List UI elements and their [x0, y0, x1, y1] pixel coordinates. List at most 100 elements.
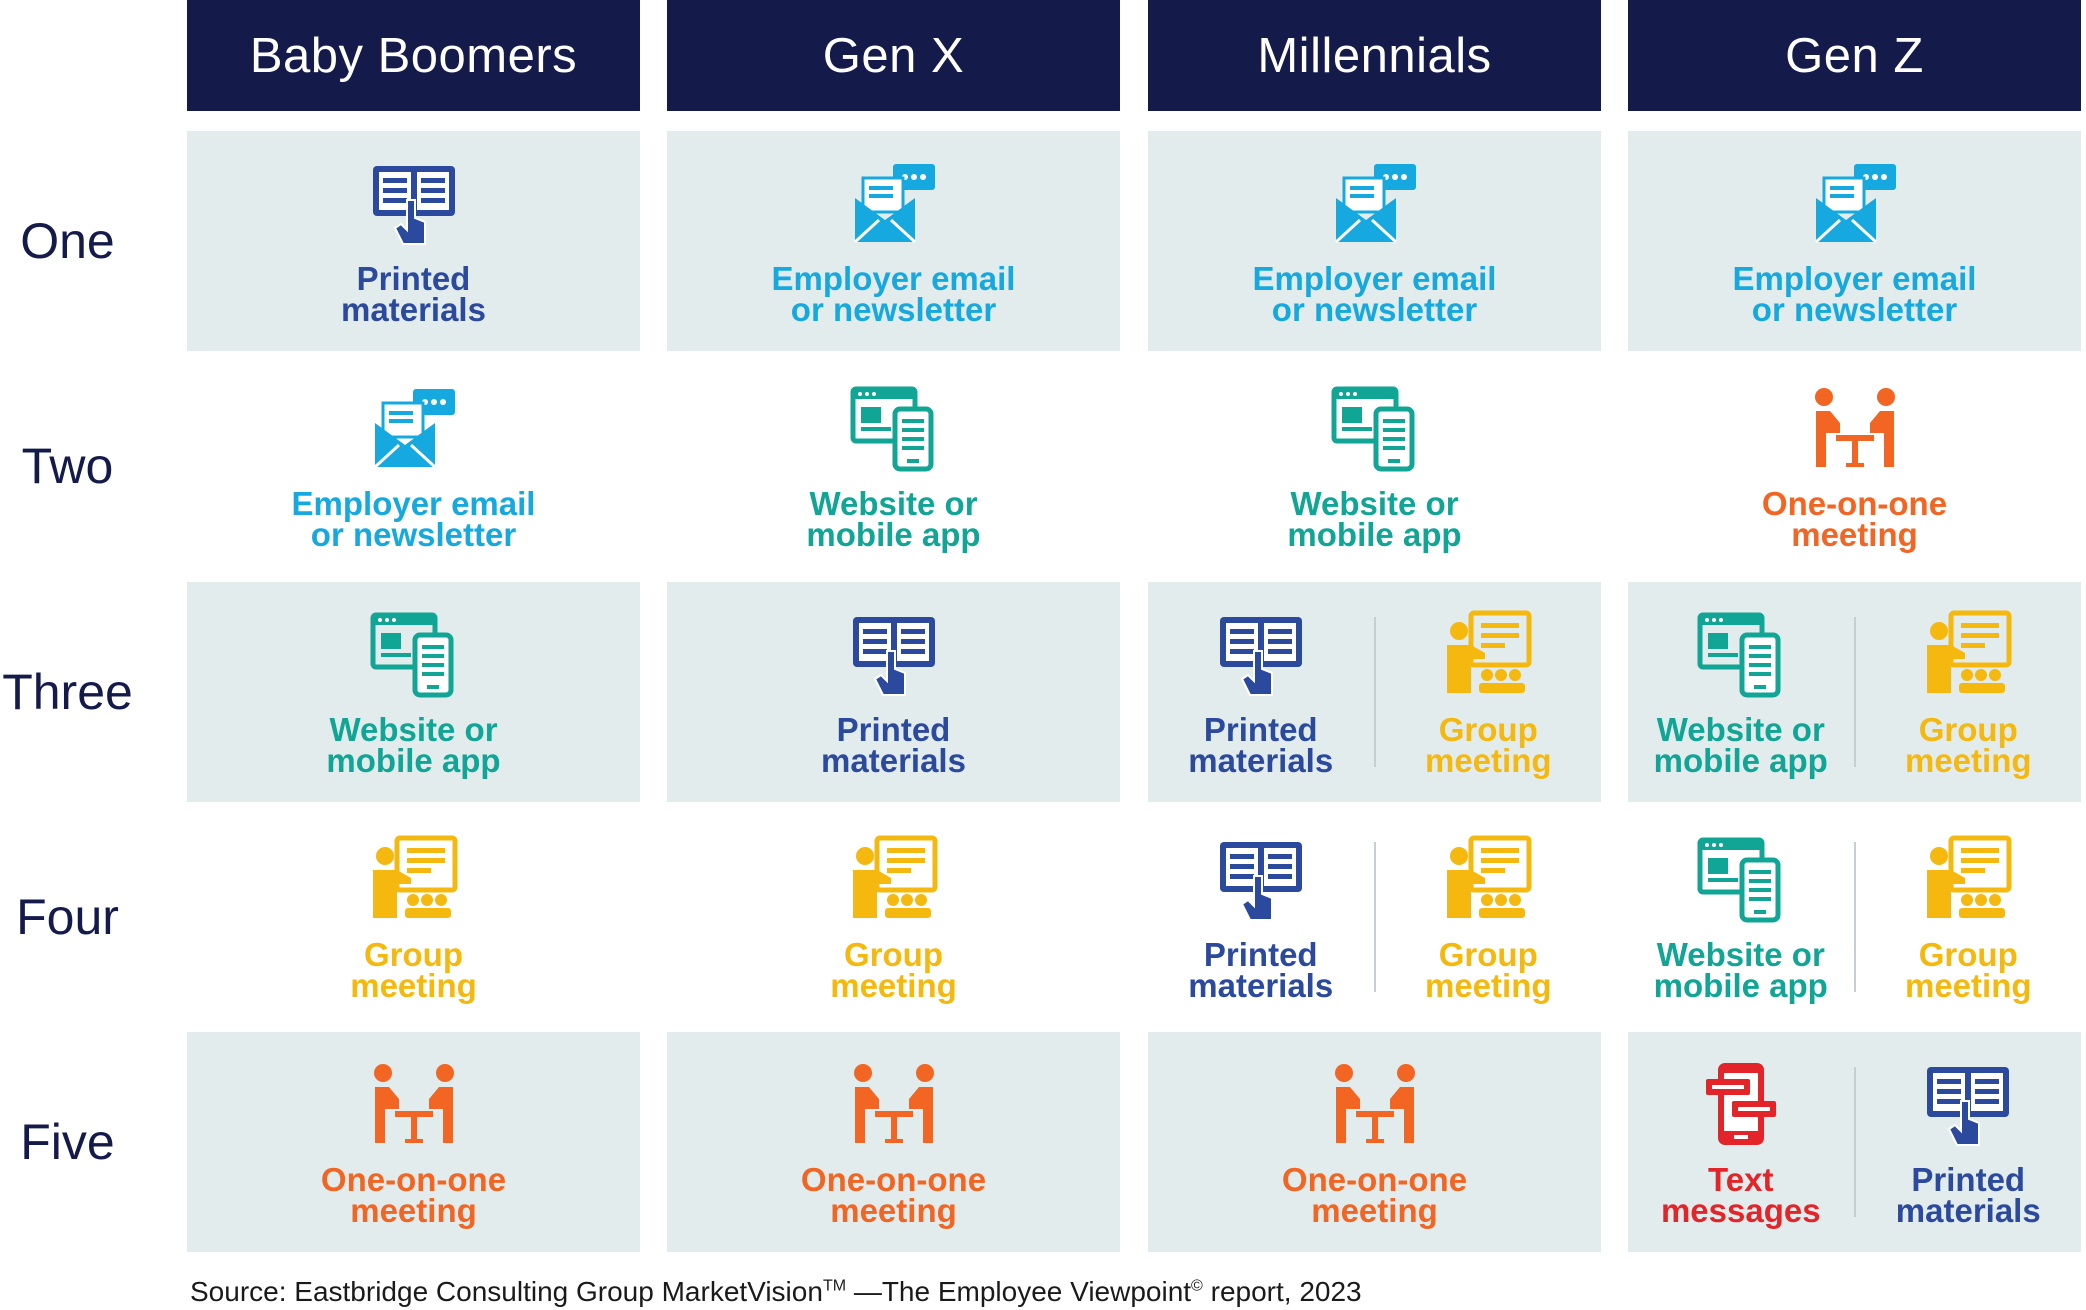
browser-phone-icon — [369, 609, 459, 714]
channel-label: Website or mobile app — [1653, 710, 1828, 779]
channel-item: Group meeting — [1856, 602, 2082, 782]
presentation-group-icon — [369, 834, 459, 939]
channel-item: Group meeting — [1376, 602, 1602, 782]
channel-item: Website or mobile app — [667, 376, 1120, 556]
channel-label: Employer email or newsletter — [291, 484, 536, 553]
meeting-table-icon — [1810, 383, 1900, 488]
presentation-group-icon — [1443, 609, 1533, 714]
channel-item: Employer email or newsletter — [667, 151, 1120, 331]
channel-item: One-on-one meeting — [187, 1052, 640, 1232]
channel-label: Website or mobile app — [806, 484, 981, 553]
cell-five-gen-z: Text messages Printed materials — [1628, 1032, 2081, 1252]
trademark-mark: TM — [822, 1277, 847, 1295]
channel-item: Employer email or newsletter — [1628, 151, 2081, 331]
book-hand-icon — [369, 158, 459, 263]
channel-label: Printed materials — [1188, 710, 1334, 779]
channel-item: Website or mobile app — [1628, 602, 1854, 782]
channel-label: One-on-one meeting — [800, 1160, 987, 1229]
rank-label-two: Two — [21, 438, 114, 494]
channel-label: Printed materials — [1188, 935, 1334, 1004]
cell-five-gen-x: One-on-one meeting — [667, 1032, 1120, 1252]
meeting-table-icon — [849, 1059, 939, 1164]
channel-label: Website or mobile app — [326, 710, 501, 779]
channel-item: Printed materials — [1856, 1052, 2082, 1232]
header-millennials: Millennials — [1148, 0, 1601, 111]
channel-item: Printed materials — [667, 602, 1120, 782]
channel-item: Text messages — [1628, 1052, 1854, 1232]
channel-label: Text messages — [1660, 1160, 1821, 1229]
browser-phone-icon — [1696, 834, 1786, 939]
cell-five-millennials: One-on-one meeting — [1148, 1032, 1601, 1252]
channel-label: Employer email or newsletter — [1252, 259, 1497, 328]
channel-label: Group meeting — [1904, 710, 2032, 779]
cell-four-gen-x: Group meeting — [667, 807, 1120, 1027]
channel-item: One-on-one meeting — [667, 1052, 1120, 1232]
channel-item: Printed materials — [1148, 827, 1374, 1007]
cell-divider — [1853, 617, 1856, 767]
header-baby-boomers: Baby Boomers — [187, 0, 640, 111]
presentation-group-icon — [1923, 834, 2013, 939]
email-chat-icon — [1330, 158, 1420, 263]
channel-item: Website or mobile app — [187, 602, 640, 782]
channel-label: Printed materials — [341, 259, 486, 328]
book-hand-icon — [1216, 609, 1306, 714]
cell-divider — [1853, 842, 1856, 992]
source-note: Source: Eastbridge Consulting Group Mark… — [190, 1276, 1362, 1308]
email-chat-icon — [849, 158, 939, 263]
cell-one-baby-boomers: Printed materials — [187, 131, 640, 351]
cell-one-gen-x: Employer email or newsletter — [667, 131, 1120, 351]
channel-label: One-on-one meeting — [1761, 484, 1948, 553]
channel-label: Group meeting — [1904, 935, 2032, 1004]
book-hand-icon — [849, 609, 939, 714]
channel-label: Employer email or newsletter — [771, 259, 1016, 328]
presentation-group-icon — [1443, 834, 1533, 939]
channel-label: One-on-one meeting — [320, 1160, 507, 1229]
channel-label: Group meeting — [350, 935, 477, 1004]
cell-one-gen-z: Employer email or newsletter — [1628, 131, 2081, 351]
presentation-group-icon — [849, 834, 939, 939]
cell-two-baby-boomers: Employer email or newsletter — [187, 356, 640, 576]
channel-label: Printed materials — [1895, 1160, 2041, 1229]
book-hand-icon — [1216, 834, 1306, 939]
cell-two-gen-z: One-on-one meeting — [1628, 356, 2081, 576]
channel-label: One-on-one meeting — [1281, 1160, 1468, 1229]
source-text-2: —The Employee Viewpoint — [846, 1276, 1192, 1307]
browser-phone-icon — [849, 383, 939, 488]
cell-two-gen-x: Website or mobile app — [667, 356, 1120, 576]
channel-item: One-on-one meeting — [1628, 376, 2081, 556]
browser-phone-icon — [1696, 609, 1786, 714]
channel-item: Printed materials — [187, 151, 640, 331]
cell-three-millennials: Printed materials Group meeting — [1148, 582, 1601, 802]
channel-item: Website or mobile app — [1148, 376, 1601, 556]
meeting-table-icon — [1330, 1059, 1420, 1164]
header-gen-z: Gen Z — [1628, 0, 2081, 111]
source-text: Source: Eastbridge Consulting Group Mark… — [190, 1276, 823, 1307]
channel-label: Group meeting — [830, 935, 957, 1004]
cell-four-millennials: Printed materials Group meeting — [1148, 807, 1601, 1027]
channel-label: Employer email or newsletter — [1732, 259, 1977, 328]
cell-three-gen-x: Printed materials — [667, 582, 1120, 802]
cell-three-baby-boomers: Website or mobile app — [187, 582, 640, 802]
cell-four-baby-boomers: Group meeting — [187, 807, 640, 1027]
email-chat-icon — [369, 383, 459, 488]
channel-item: Group meeting — [1856, 827, 2082, 1007]
cell-divider — [1373, 617, 1376, 767]
cell-divider — [1373, 842, 1376, 992]
channel-item: One-on-one meeting — [1148, 1052, 1601, 1232]
cell-one-millennials: Employer email or newsletter — [1148, 131, 1601, 351]
channel-label: Group meeting — [1424, 710, 1552, 779]
meeting-table-icon — [369, 1059, 459, 1164]
cell-two-millennials: Website or mobile app — [1148, 356, 1601, 576]
rank-label-one: One — [20, 213, 115, 269]
cell-divider — [1853, 1067, 1856, 1217]
channel-item: Group meeting — [187, 827, 640, 1007]
channel-item: Website or mobile app — [1628, 827, 1854, 1007]
rank-label-five: Five — [20, 1114, 115, 1170]
channel-label: Website or mobile app — [1287, 484, 1462, 553]
channel-item: Group meeting — [667, 827, 1120, 1007]
copyright-mark: © — [1191, 1277, 1203, 1295]
rank-label-three: Three — [2, 664, 133, 720]
channel-item: Group meeting — [1376, 827, 1602, 1007]
browser-phone-icon — [1330, 383, 1420, 488]
